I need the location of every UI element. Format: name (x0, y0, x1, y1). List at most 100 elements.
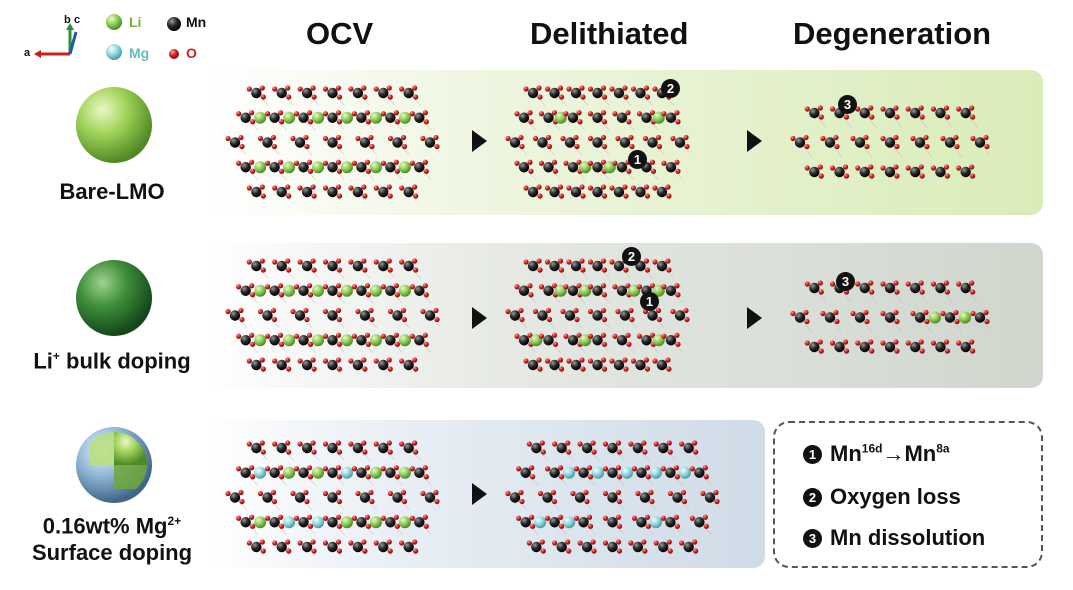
mn-atom (240, 467, 251, 478)
mg-atom (620, 466, 633, 479)
o-atom (412, 85, 418, 91)
o-atom (310, 258, 316, 264)
mn-atom (509, 492, 521, 503)
o-atom (373, 358, 379, 364)
o-atom (348, 185, 354, 191)
o-atom (361, 258, 367, 264)
mn-atom (327, 541, 338, 553)
mn-atom (635, 359, 646, 371)
li-atom (283, 466, 296, 479)
o-atom (362, 548, 368, 554)
o-atom (249, 465, 255, 471)
arrow-bare-1 (472, 130, 487, 152)
o-atom (675, 119, 681, 125)
o-atom (336, 168, 343, 174)
li-atom (369, 111, 382, 124)
o-atom (584, 498, 590, 505)
o-atom (630, 358, 637, 364)
o-atom (623, 267, 629, 273)
o-atom (526, 441, 532, 447)
o-atom (970, 135, 976, 142)
mn-atom (385, 335, 396, 346)
o-atom (285, 85, 291, 91)
o-atom (576, 332, 582, 338)
o-atom (626, 119, 632, 125)
o-atom (336, 498, 343, 505)
arrow-mg-1 (472, 483, 487, 505)
mn-atom (424, 137, 436, 148)
mn-atom (607, 492, 618, 503)
legend-li-label: Li (129, 14, 142, 30)
o-atom (336, 316, 343, 323)
o-atom (674, 474, 680, 480)
marker-oxygen-loss-li: 2 (622, 247, 641, 266)
li-atom (312, 516, 325, 529)
crystal-bare-delithiated (505, 85, 690, 200)
o-atom (855, 281, 861, 287)
o-atom (335, 514, 342, 520)
o-atom (335, 440, 342, 446)
o-atom (587, 333, 594, 339)
o-atom (868, 164, 874, 170)
mn-atom (658, 442, 669, 454)
mn-atom (327, 260, 338, 272)
o-atom (364, 514, 371, 520)
o-atom (918, 339, 924, 345)
o-atom (679, 441, 685, 447)
o-atom (285, 440, 291, 446)
o-atom (420, 490, 426, 497)
o-atom (910, 135, 916, 142)
o-atom (422, 465, 428, 471)
mn-atom (641, 112, 652, 123)
o-atom (661, 111, 667, 117)
o-atom (539, 539, 545, 545)
o-atom (919, 173, 925, 179)
mn-atom (352, 541, 364, 553)
o-atom (850, 135, 856, 142)
o-atom (880, 310, 886, 317)
o-atom (279, 474, 285, 480)
o-atom (304, 143, 310, 150)
li-atom (340, 284, 353, 297)
o-atom (335, 539, 342, 545)
mn-atom (327, 442, 338, 454)
o-atom (863, 309, 869, 316)
o-atom (969, 339, 975, 345)
mn-atom (251, 442, 262, 454)
li-atom (959, 311, 971, 324)
mn-atom (327, 335, 338, 346)
o-atom (532, 308, 539, 315)
o-atom (413, 449, 419, 455)
mn-atom (298, 112, 309, 123)
o-atom (537, 490, 544, 497)
mn-atom (327, 467, 338, 478)
mn-atom (262, 492, 273, 503)
o-atom (369, 143, 375, 150)
o-atom (954, 143, 960, 150)
o-atom (355, 308, 361, 315)
o-atom (943, 164, 950, 170)
mn-atom (327, 137, 338, 148)
mn-atom (809, 107, 820, 119)
mn-atom (635, 87, 646, 99)
o-atom (297, 185, 303, 191)
o-atom (290, 135, 296, 142)
o-atom (630, 86, 637, 92)
o-atom (579, 184, 585, 190)
o-atom (820, 135, 826, 142)
crystal-li-degeneration (790, 280, 990, 355)
o-atom (905, 106, 911, 112)
o-atom (943, 105, 950, 111)
mn-atom (251, 260, 262, 272)
mn-atom (619, 310, 631, 321)
o-atom (310, 539, 316, 545)
mn-atom (578, 467, 589, 478)
o-atom (930, 106, 937, 112)
o-atom (713, 489, 719, 496)
mn-atom (616, 162, 628, 173)
o-atom (528, 292, 534, 298)
o-atom (558, 366, 565, 372)
o-atom (675, 341, 681, 347)
